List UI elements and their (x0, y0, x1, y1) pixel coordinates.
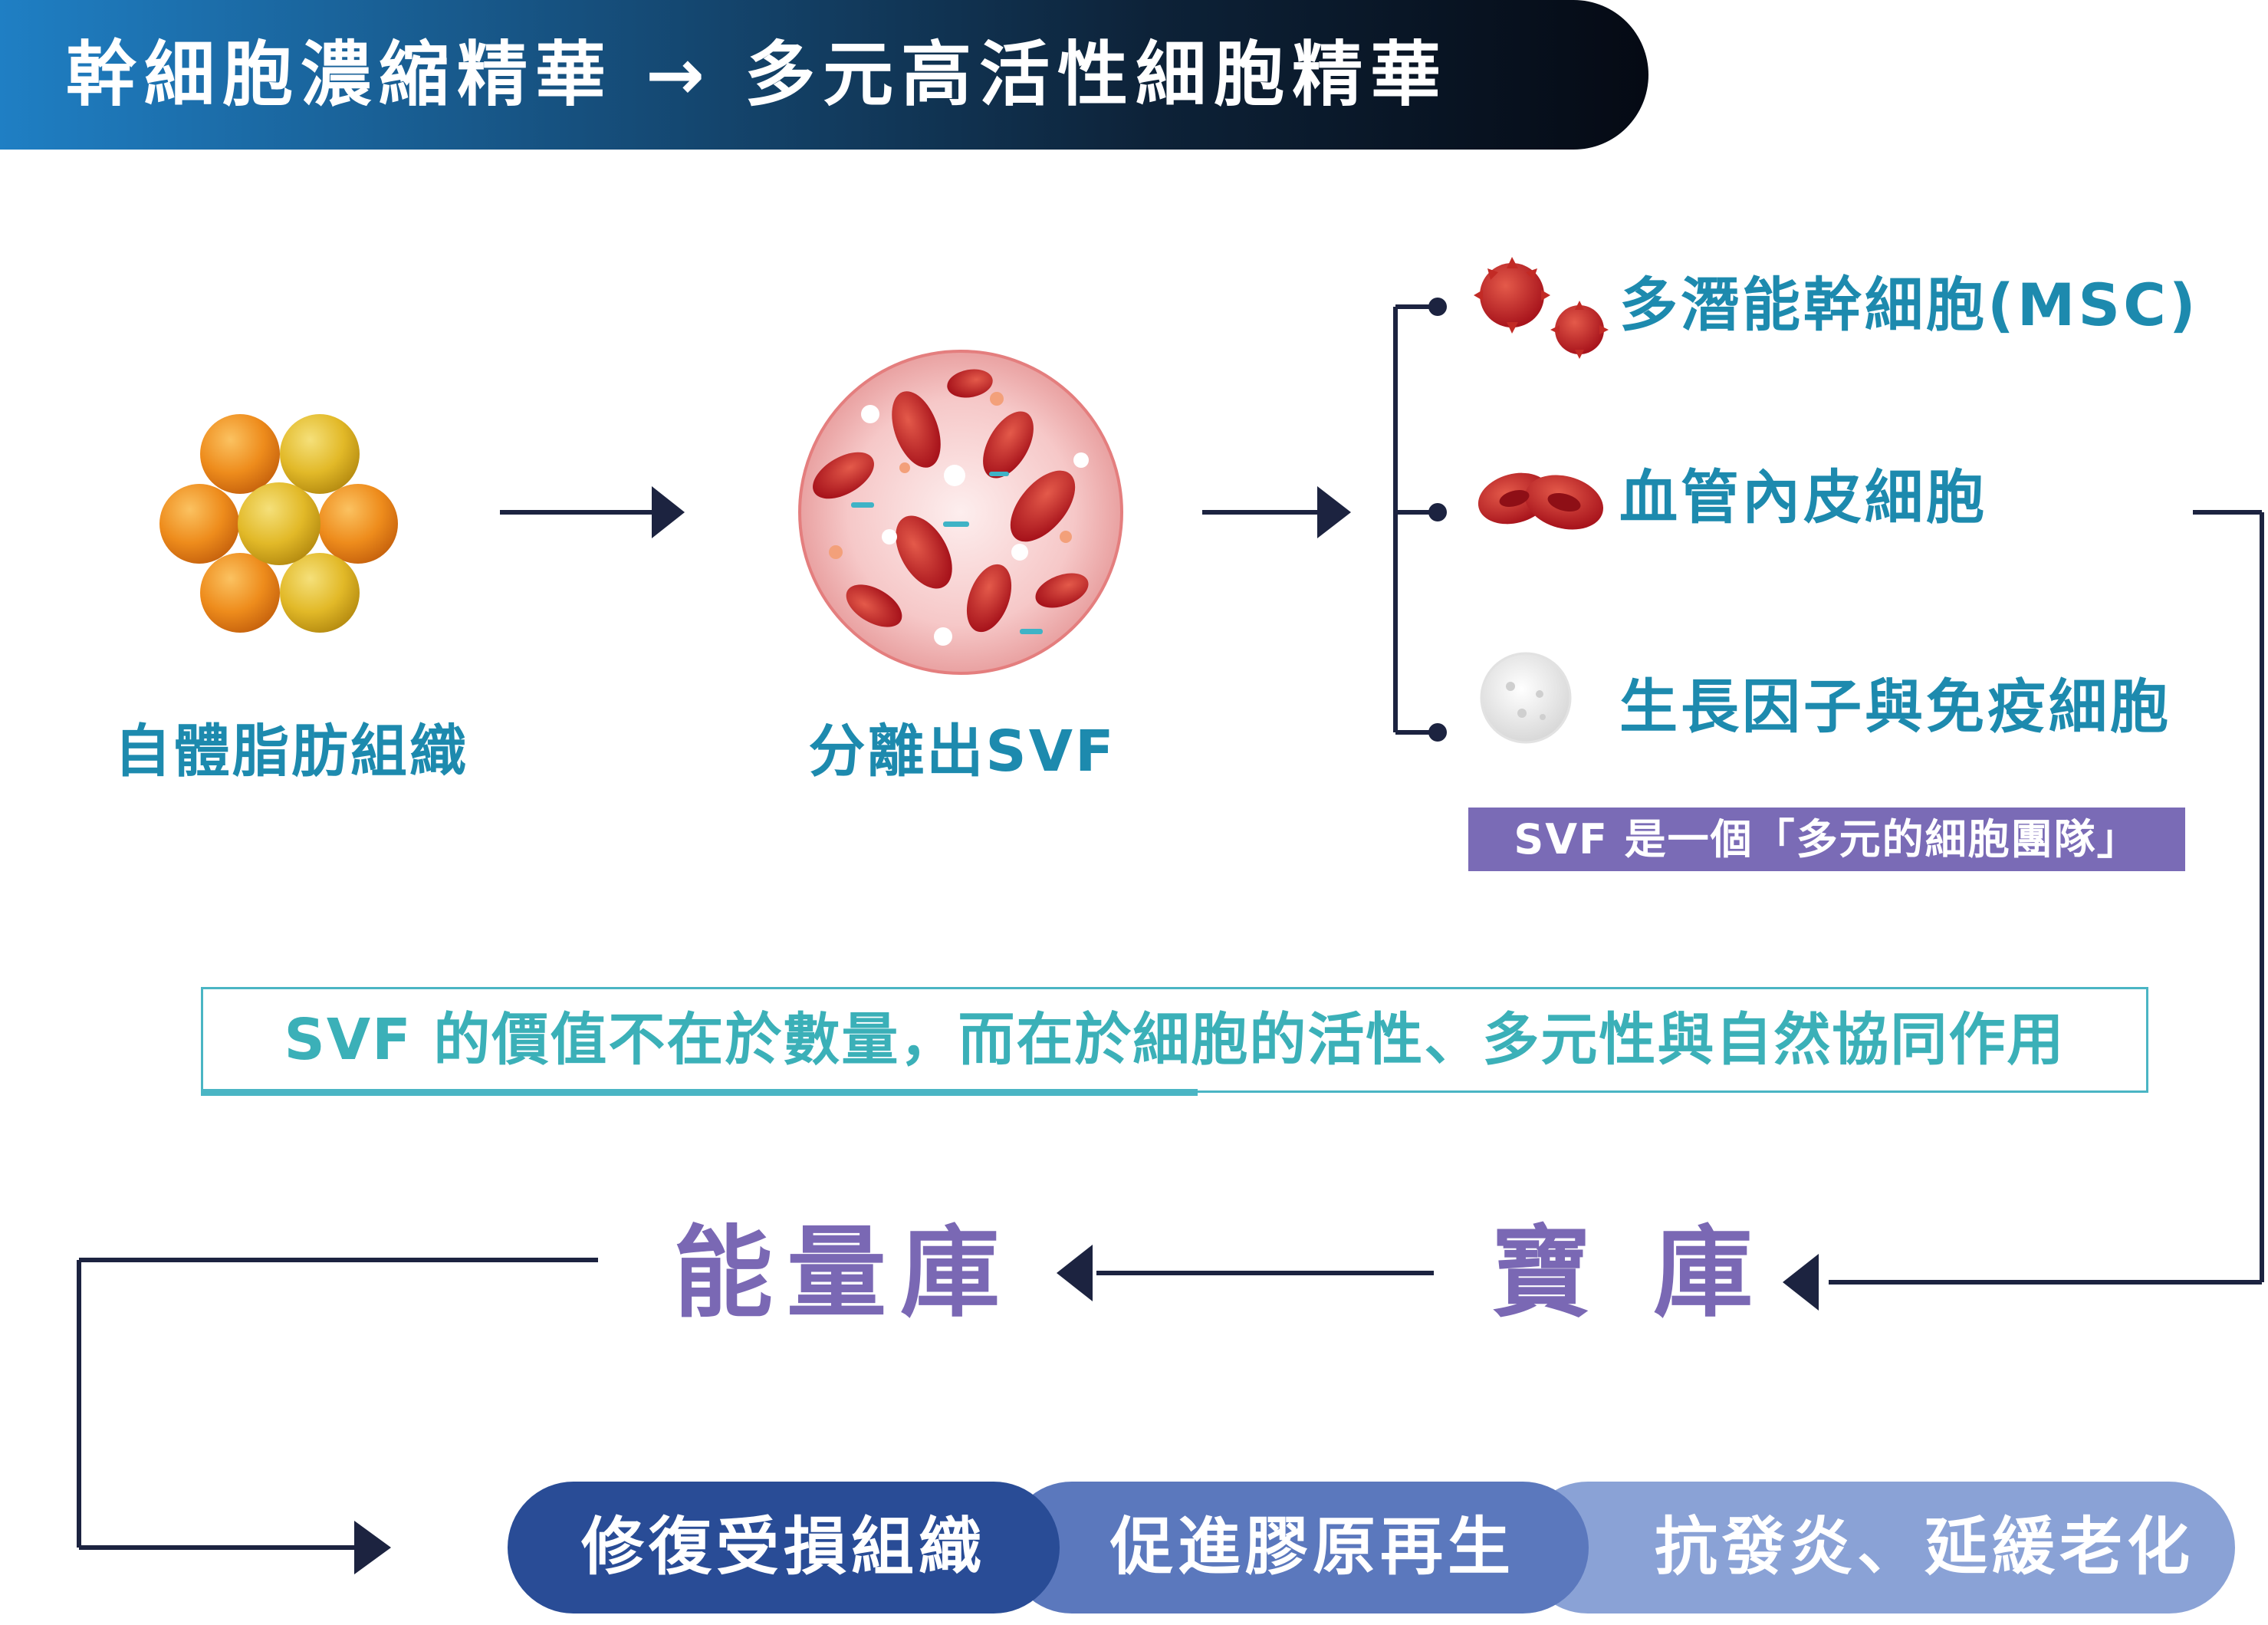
treasury-label: 寶 庫 (1491, 1215, 1767, 1331)
celltype-bracket (1393, 298, 1447, 742)
benefit-label-collagen: 促進膠原再生 (1109, 1511, 1515, 1584)
energy-bank-label: 能量庫 (673, 1215, 1014, 1331)
fat-tissue-icon (159, 414, 398, 633)
value-statement-text: SVF 的價值不在於數量，而在於細胞的活性、多元性與自然協同作用 (284, 1007, 2066, 1073)
celltype-label-msc: 多潛能幹細胞(MSC) (1619, 271, 2199, 339)
benefit-label-anti-inflammation: 抗發炎、延緩老化 (1654, 1511, 2194, 1584)
stage-label-svf: 分離出SVF (808, 719, 1116, 785)
benefit-pill-repair: 修復受損組織 (508, 1482, 1060, 1613)
benefit-label-repair: 修復受損組織 (580, 1511, 986, 1584)
celltype-label-endothelial: 血管內皮細胞 (1619, 463, 1987, 531)
connector-energy-to-benefits (77, 1258, 598, 1574)
stage-label-fat: 自體脂肪組織 (114, 719, 468, 785)
benefit-pill-anti-inflammation: 抗發炎、延緩老化 (1522, 1482, 2235, 1613)
svf-team-badge: SVF 是一個「多元的細胞團隊」 (1468, 808, 2185, 871)
red-blood-cell-icon (1477, 472, 1603, 530)
page-title: 幹細胞濃縮精華 → 多元高活性細胞精華 (66, 34, 1449, 116)
value-statement-underline (201, 1089, 1198, 1096)
msc-cell-icon (1474, 257, 1609, 359)
benefit-pill-collagen: 促進膠原再生 (1006, 1482, 1589, 1613)
white-cell-icon (1480, 652, 1572, 744)
connector-types-to-vault (1783, 510, 2264, 1311)
celltype-label-growth-immune: 生長因子與免疫細胞 (1619, 673, 2171, 741)
svf-cell-mix-icon (798, 350, 1123, 675)
header-banner (0, 0, 1648, 150)
